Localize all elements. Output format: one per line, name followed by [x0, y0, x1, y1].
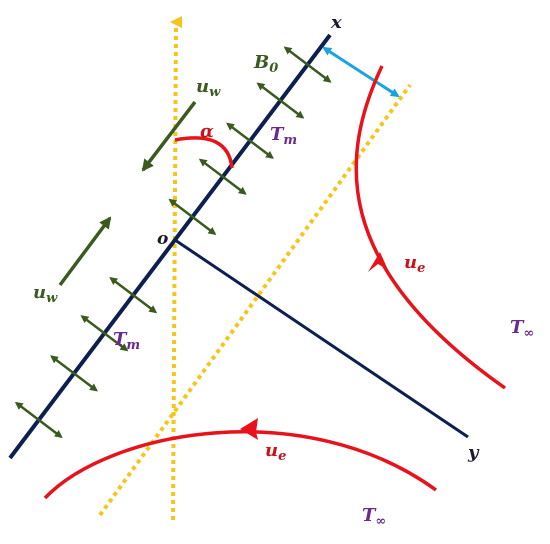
field-double-arrow-4 — [109, 277, 158, 314]
ambient-temperature-label-right: T∞ — [510, 317, 534, 341]
field-double-arrow-1 — [14, 401, 63, 439]
melt-temperature-label-upper: Tm — [270, 124, 297, 148]
free-stream-velocity-label-upper: ue — [404, 252, 425, 276]
wall-velocity-arrow-upper — [141, 100, 197, 172]
lower-streamline-arrowhead — [240, 418, 258, 440]
origin-label: o — [157, 229, 168, 249]
wall-velocity-label-upper: uw — [196, 76, 221, 100]
y-axis-label: y — [467, 442, 480, 463]
field-double-arrow-3 — [80, 315, 129, 352]
wall-velocity-label-lower: uw — [33, 282, 58, 306]
field-double-arrow-9 — [283, 46, 332, 83]
magnetic-field-label: B0 — [253, 52, 278, 76]
melt-temperature-label-lower: Tm — [113, 329, 140, 353]
lower-stagnation-streamline — [43, 430, 438, 500]
angle-label: α — [200, 121, 214, 142]
field-double-arrow-5 — [168, 198, 217, 235]
upper-stagnation-streamline — [354, 65, 507, 390]
ambient-temperature-label-bottom: T∞ — [362, 505, 386, 529]
upper-streamline-arrowhead — [368, 252, 388, 272]
y-axis — [174, 238, 469, 439]
angle-arc — [174, 136, 234, 169]
x-axis-plate — [8, 33, 332, 460]
field-double-arrow-7 — [226, 122, 274, 159]
x-axis-label: x — [330, 12, 342, 33]
vertical-guide-line — [170, 16, 183, 521]
wall-velocity-arrow-lower — [58, 216, 112, 287]
field-double-arrow-6 — [198, 158, 247, 195]
magnetic-field-arrows — [14, 46, 332, 439]
field-double-arrow-2 — [50, 355, 98, 392]
free-stream-velocity-label-lower: ue — [265, 440, 286, 464]
field-double-arrow-8 — [256, 82, 305, 119]
thickness-dimension-arrow — [322, 46, 400, 98]
